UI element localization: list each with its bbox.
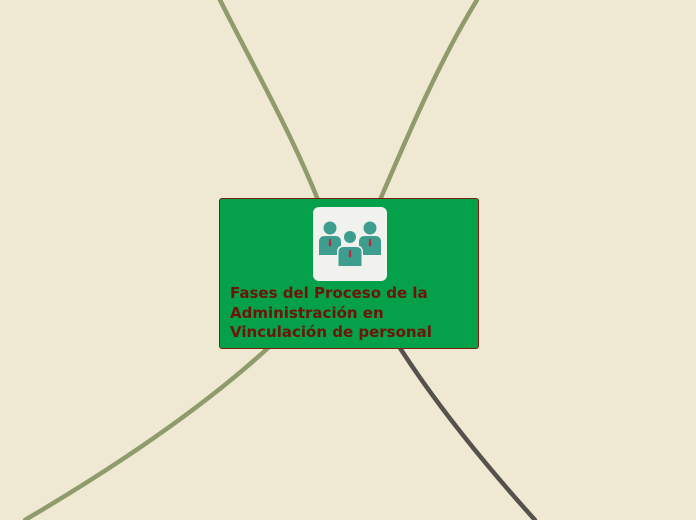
branch-top-left[interactable] — [217, 0, 321, 203]
branch-bottom-right[interactable] — [397, 345, 538, 520]
branch-top-right[interactable] — [377, 0, 480, 203]
title-line-2: Administración en — [230, 303, 384, 322]
branch-bottom-left[interactable] — [22, 345, 271, 520]
title-line-3: Vinculación de personal — [230, 323, 432, 341]
people-group-icon — [313, 207, 387, 281]
central-topic-title: Fases del Proceso de la Administración e… — [230, 284, 470, 343]
people-group-graphic — [319, 221, 381, 267]
central-topic-node[interactable]: Fases del Proceso de la Administración e… — [219, 198, 479, 349]
title-line-1: Fases del Proceso de la — [230, 284, 428, 302]
